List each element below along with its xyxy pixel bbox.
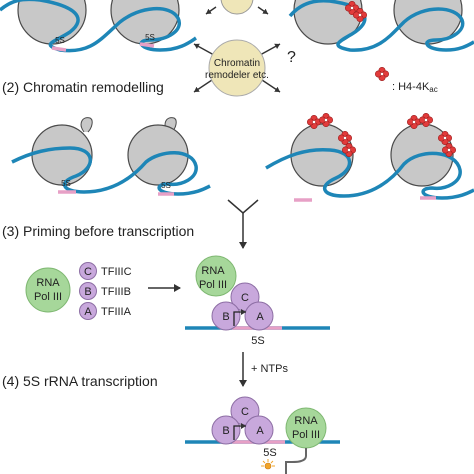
ntps-label: + NTPs [251, 363, 288, 375]
tss-arrow [233, 423, 246, 440]
remodeler-top-cropped [220, 0, 254, 15]
motion-arrow [193, 43, 215, 56]
factor-c-letter: C [241, 292, 249, 304]
dna-strand [11, 146, 211, 196]
step1-chromatin-right [288, 0, 474, 52]
five-s-label: 5S [161, 181, 171, 190]
pol3-label-line2: Pol III [292, 429, 320, 441]
five-s-region [51, 46, 67, 52]
factor-b-circle [211, 301, 241, 331]
factor-c-letter: C [84, 266, 92, 278]
factor-b-letter: B [84, 286, 91, 298]
factor-b-letter: B [222, 425, 229, 437]
nascent-rna [285, 448, 307, 474]
factor-c-letter: C [241, 406, 249, 418]
factor-b-letter: B [222, 311, 229, 323]
motion-arrow [261, 79, 281, 93]
ntps-step: + NTPs [239, 352, 288, 387]
pol3-label-line1: RNA [201, 265, 225, 277]
preinitiation-complex: RNA Pol III C B A 5S [185, 255, 330, 347]
motion-arrow [259, 43, 281, 56]
factor-a-letter: A [256, 311, 264, 323]
dna-strand [265, 147, 474, 200]
free-factors: RNA Pol III C TFIIIC B TFIIIB A TFIIIA [25, 262, 132, 320]
factor-a-name: TFIIIA [101, 306, 132, 318]
factor-a-letter: A [84, 306, 92, 318]
motion-arrow [193, 79, 213, 93]
step3-heading: (3) Priming before transcription [2, 223, 194, 239]
complex-5s-label: 5S [263, 447, 276, 459]
chromatin-remodeler: Chromatin remodeler etc. [193, 39, 281, 97]
pol3-circle [195, 255, 237, 297]
histone-tail [80, 117, 93, 133]
remodeler-circle [208, 39, 266, 97]
merge-lines [227, 199, 259, 214]
factor-a-circle [79, 302, 97, 320]
pol3-circle [25, 267, 71, 313]
acetyl-legend-label: : H4-4K [392, 81, 430, 93]
step2-chromatin-left: 5S 5S [11, 117, 211, 196]
acetyl-legend-subscript: ac [429, 85, 437, 94]
remodeler-label-line1: Chromatin [214, 58, 260, 69]
factor-b-circle [79, 282, 97, 300]
factor-a-circle [244, 301, 274, 331]
five-s-label: 5S [61, 179, 71, 188]
step2-heading: (2) Chromatin remodelling [2, 79, 164, 95]
svg-text:: H4-4Kac: : H4-4Kac [392, 81, 438, 94]
motion-arrow [257, 6, 269, 15]
factor-a-letter: A [256, 425, 264, 437]
motion-arrow [205, 6, 217, 15]
acetyl-legend-icon [374, 67, 390, 81]
remodeler-label-line2: remodeler etc. [205, 70, 269, 81]
factor-b-circle [211, 415, 241, 445]
nucleosome [17, 0, 87, 45]
merge-connector [227, 199, 259, 249]
question-mark: ? [287, 49, 296, 66]
nucleosome [31, 124, 93, 186]
pol3-label-line1: RNA [294, 415, 318, 427]
five-s-label: 5S [55, 36, 65, 45]
transcribing-complex: C B A RNA Pol III 5S [185, 396, 340, 474]
factor-c-circle [79, 262, 97, 280]
acetyl-legend: : H4-4Kac [374, 67, 438, 94]
tss-arrow [233, 309, 246, 326]
complex-5s-label: 5S [251, 335, 264, 347]
step2-chromatin-right [265, 113, 474, 202]
pol3-label-line2: Pol III [199, 279, 227, 291]
pol3-label-line1: RNA [36, 277, 60, 289]
step4-heading: (4) 5S rRNA transcription [2, 373, 158, 389]
step1-chromatin-left: 5S 5S [0, 0, 197, 53]
pol3-label-line2: Pol III [34, 291, 62, 303]
factor-b-name: TFIIIB [101, 286, 131, 298]
factor-c-name: TFIIIC [101, 266, 132, 278]
rna-cap [261, 459, 275, 470]
five-s-label: 5S [145, 33, 155, 42]
factor-a-circle [244, 415, 274, 445]
dna-strand [0, 0, 197, 53]
five-s-region [139, 42, 155, 48]
